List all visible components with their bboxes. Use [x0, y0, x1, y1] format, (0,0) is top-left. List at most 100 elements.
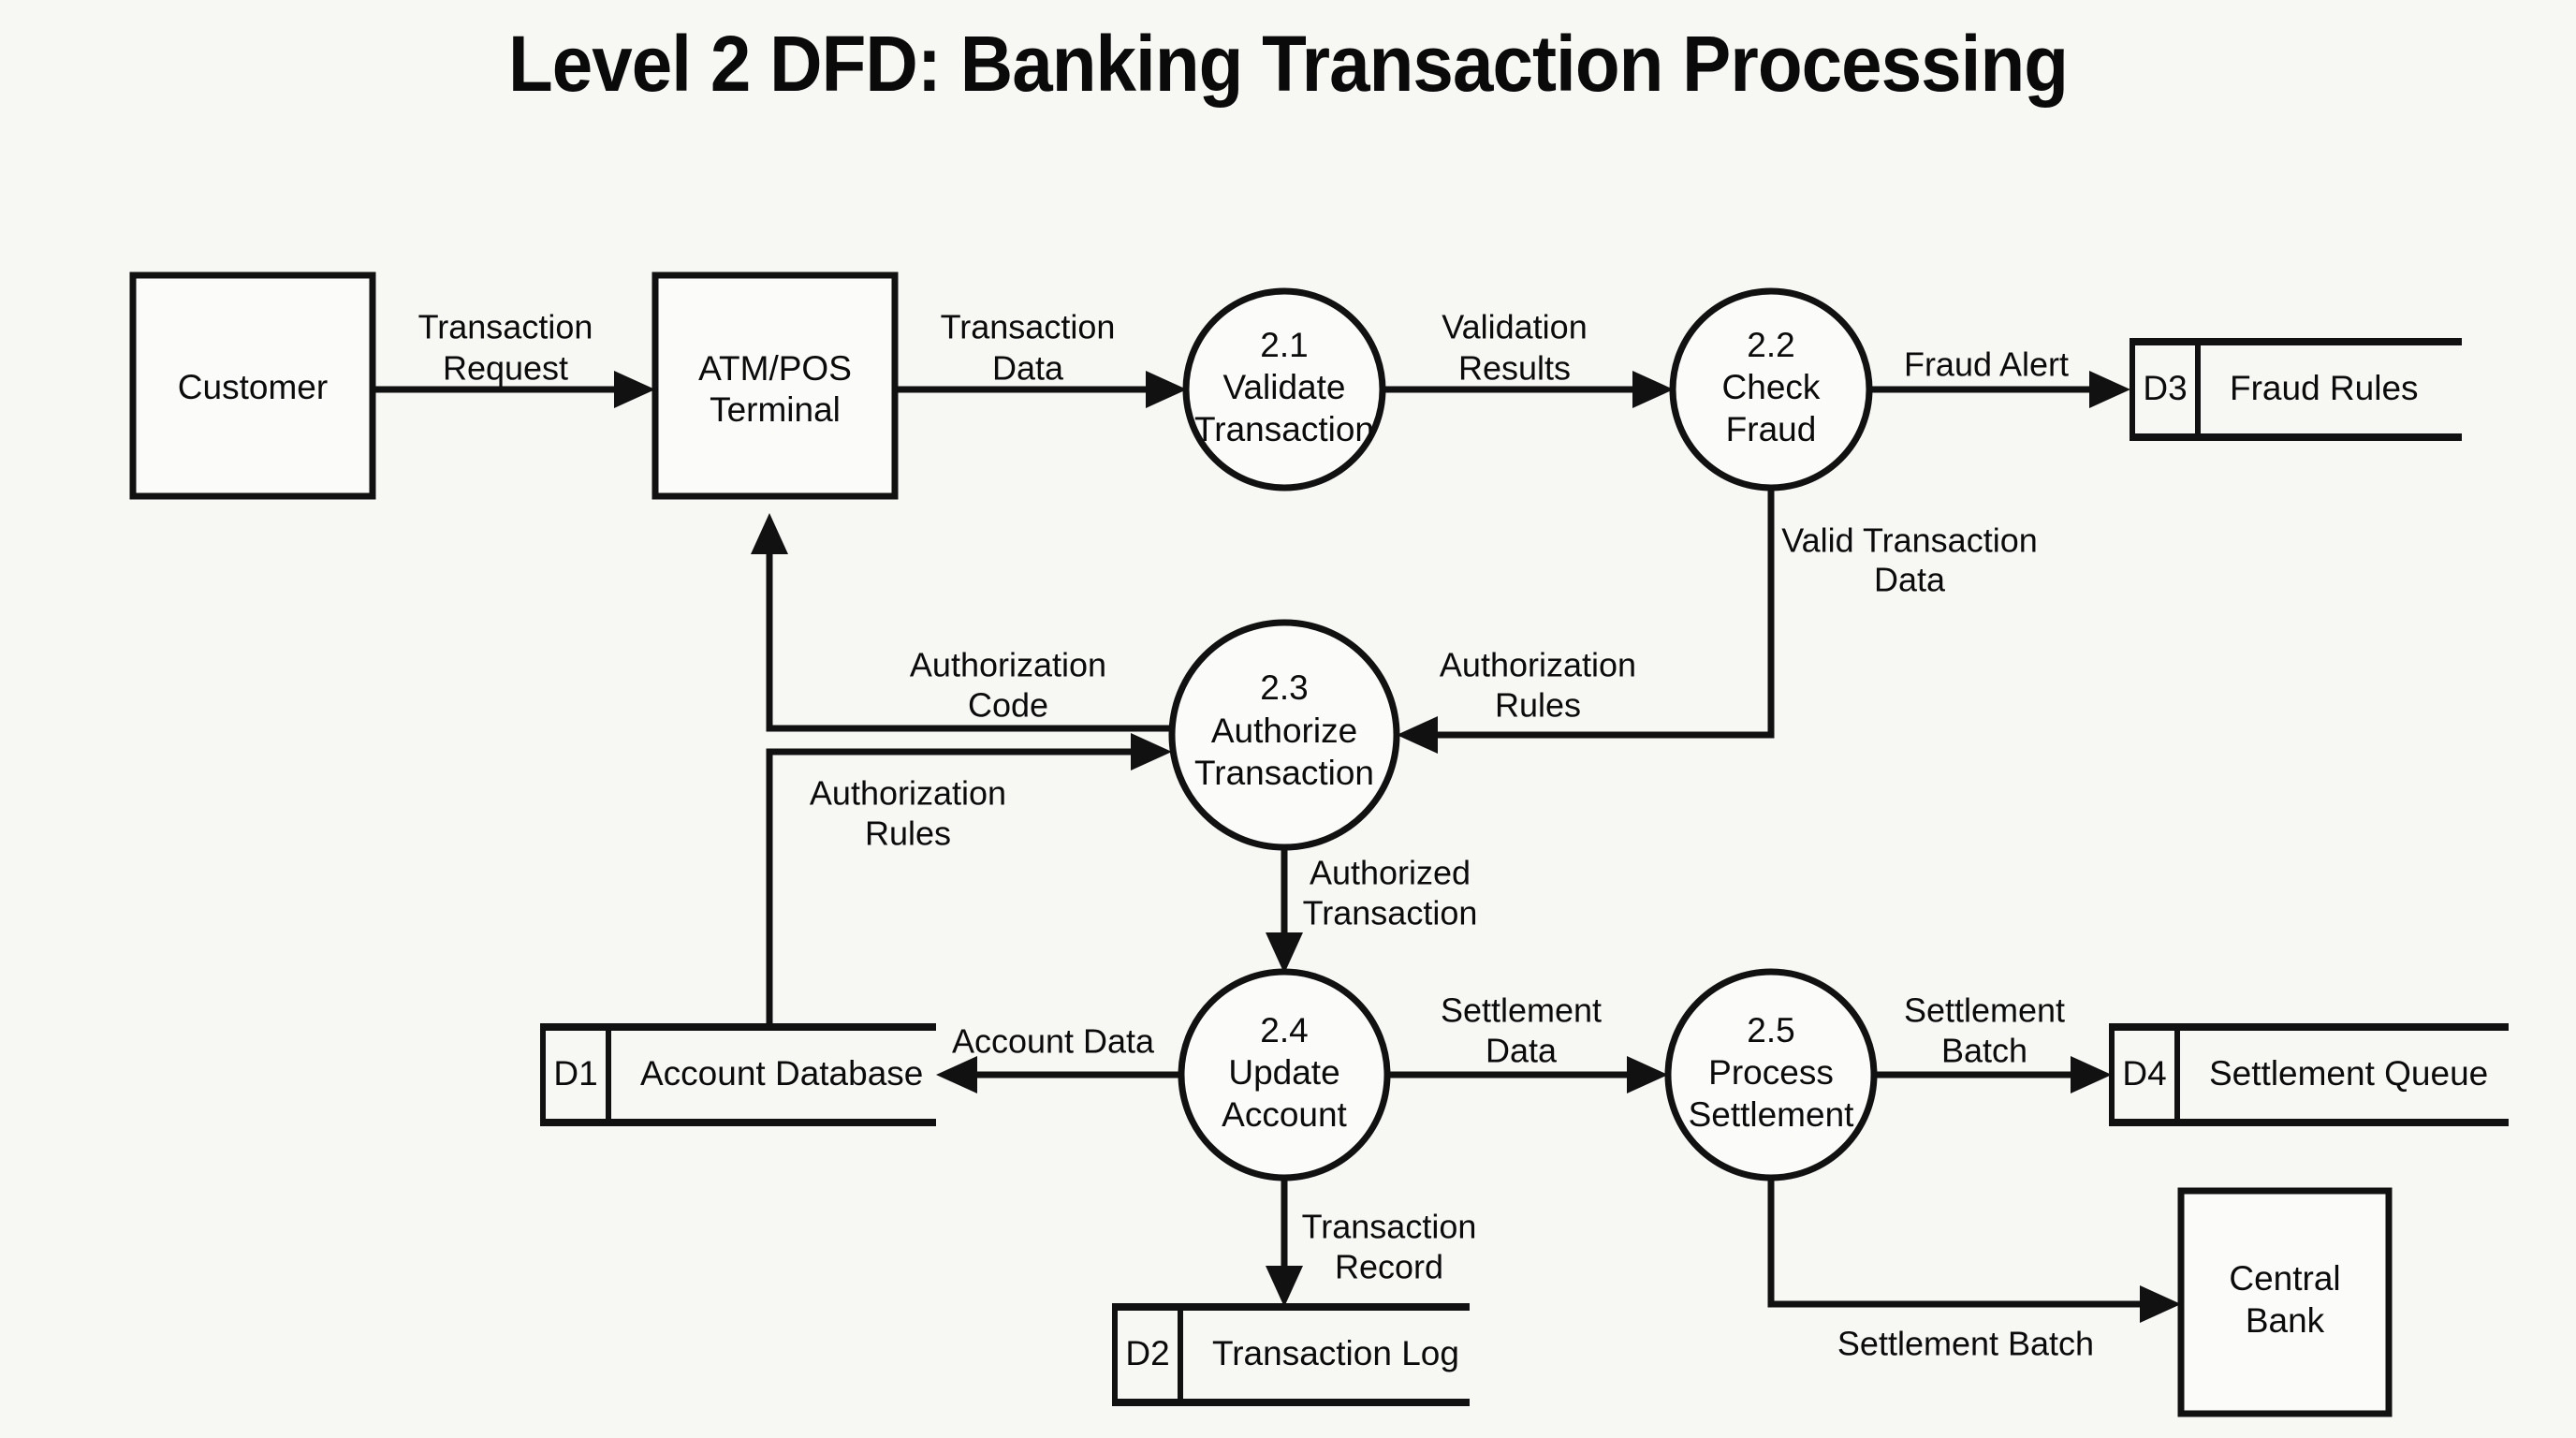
central-bank-label-line1: Central [2229, 1259, 2340, 1298]
flow-authorized-transaction-arrowhead [1266, 932, 1303, 974]
central-bank-box[interactable] [2177, 1187, 2393, 1417]
d3-name: Fraud Rules [2230, 369, 2419, 407]
flow-transaction-data-arrowhead [1146, 371, 1187, 408]
flow-authorization-code-line [766, 541, 1172, 732]
flow-authorization-rules-right-label-line1: Authorization [1440, 646, 1636, 684]
page-title: Level 2 DFD: Banking Transaction Process… [507, 20, 2069, 108]
flow-authorized-transaction-label-line2: Transaction [1303, 894, 1478, 932]
process-2-3-authorize-transaction[interactable]: 2.3 Authorize Transaction [1168, 619, 1400, 851]
flow-valid-transaction-data-line [1423, 488, 1775, 739]
flow-authorized-transaction-label-line1: Authorized [1310, 854, 1471, 892]
atm-pos-label-line2: Terminal [710, 390, 841, 429]
d1-code: D1 [553, 1054, 597, 1093]
external-entity-customer[interactable]: Customer [129, 271, 376, 500]
flow-fraud-alert-arrowhead [2089, 371, 2130, 408]
flow-transaction-record-label-line1: Transaction [1302, 1208, 1477, 1246]
process-2-4-label-line2: Account [1222, 1095, 1347, 1134]
process-2-3-label-line1: Authorize [1211, 712, 1357, 750]
flow-authorization-rules-label-line2: Rules [865, 814, 951, 853]
data-store-d4-settlement-queue[interactable]: D4 Settlement Queue [2109, 1023, 2509, 1126]
flow-account-data-label: Account Data [952, 1022, 1155, 1061]
flow-settlement-batch-queue-label-line2: Batch [1941, 1032, 2027, 1070]
central-bank-label-line2: Bank [2246, 1301, 2325, 1340]
process-2-2-check-fraud[interactable]: 2.2 Check Fraud [1669, 287, 1873, 492]
flow-valid-transaction-data[interactable]: Valid Transaction Data Authorization Rul… [1397, 488, 2038, 754]
external-entity-central-bank[interactable]: Central Bank [2177, 1187, 2393, 1417]
process-2-4-update-account[interactable]: 2.4 Update Account [1178, 968, 1391, 1181]
process-2-5-process-settlement[interactable]: 2.5 Process Settlement [1664, 968, 1878, 1181]
process-2-1-number: 2.1 [1260, 326, 1308, 364]
flow-authorization-code-arrowhead [751, 513, 788, 554]
data-store-d2-transaction-log[interactable]: D2 Transaction Log [1112, 1303, 1470, 1406]
flow-valid-transaction-data-label-line2: Data [1874, 561, 1946, 599]
process-2-4-label-line1: Update [1228, 1053, 1339, 1092]
flow-authorization-rules-label-line1: Authorization [810, 774, 1006, 813]
atm-pos-label-line1: ATM/POS [698, 349, 852, 388]
flow-fraud-alert[interactable]: Fraud Alert [1869, 345, 2130, 408]
flow-transaction-record-arrowhead [1266, 1266, 1303, 1307]
flow-transaction-data[interactable]: Transaction Data [895, 308, 1187, 408]
flow-settlement-batch-bank-arrowhead [2140, 1285, 2181, 1323]
flow-settlement-batch-bank-label: Settlement Batch [1837, 1325, 2094, 1363]
flow-settlement-data-label-line2: Data [1486, 1032, 1558, 1070]
data-store-d1-account-database[interactable]: D1 Account Database [540, 1023, 936, 1126]
flow-settlement-batch-to-queue[interactable]: Settlement Batch [1874, 991, 2112, 1093]
flow-authorization-code-label-line1: Authorization [910, 646, 1106, 684]
process-2-1-validate-transaction[interactable]: 2.1 Validate Transaction [1182, 287, 1386, 492]
data-store-d3-fraud-rules[interactable]: D3 Fraud Rules [2130, 338, 2462, 441]
d4-name: Settlement Queue [2209, 1054, 2488, 1093]
flow-transaction-request-arrowhead [614, 371, 655, 408]
process-2-1-label-line1: Validate [1223, 368, 1346, 406]
process-2-2-label-line2: Fraud [1726, 410, 1817, 448]
process-2-1-label-line2: Transaction [1194, 410, 1374, 448]
flow-authorization-rules-from-d1[interactable]: Authorization Rules [766, 733, 1172, 1027]
flow-validation-results-label-line2: Results [1458, 349, 1571, 388]
process-2-2-number: 2.2 [1747, 326, 1794, 364]
flow-settlement-data-arrowhead [1627, 1056, 1668, 1093]
flow-transaction-data-label-line1: Transaction [941, 308, 1116, 346]
flow-authorization-rules-line [766, 748, 1146, 1027]
flow-settlement-batch-bank-line [1767, 1178, 2153, 1308]
d3-code: D3 [2143, 369, 2187, 407]
process-2-5-number: 2.5 [1747, 1011, 1794, 1049]
d2-code: D2 [1125, 1334, 1169, 1372]
terminal-atm-pos[interactable]: ATM/POS Terminal [651, 271, 899, 500]
flow-fraud-alert-label: Fraud Alert [1904, 345, 2069, 384]
d2-name: Transaction Log [1212, 1334, 1459, 1372]
flow-account-data[interactable]: Account Data [936, 1022, 1181, 1093]
flow-validation-results-label-line1: Validation [1442, 308, 1587, 346]
process-2-3-label-line2: Transaction [1194, 754, 1374, 792]
flow-settlement-data-label-line1: Settlement [1441, 991, 1602, 1030]
flow-authorization-rules-arrowhead [1131, 733, 1172, 770]
flow-valid-transaction-data-label-line1: Valid Transaction [1781, 521, 2037, 560]
flow-transaction-record-label-line2: Record [1335, 1248, 1443, 1286]
flow-transaction-data-label-line2: Data [992, 349, 1064, 388]
process-2-4-number: 2.4 [1260, 1011, 1308, 1049]
flow-authorization-code-label-line2: Code [968, 686, 1048, 725]
flow-settlement-data[interactable]: Settlement Data [1387, 991, 1668, 1093]
d1-name: Account Database [640, 1054, 923, 1093]
flow-transaction-request-label-line1: Transaction [418, 308, 593, 346]
flow-settlement-batch-queue-label-line1: Settlement [1904, 991, 2065, 1030]
flow-settlement-batch-to-central-bank[interactable]: Settlement Batch [1767, 1178, 2181, 1363]
flow-transaction-record[interactable]: Transaction Record [1266, 1178, 1476, 1307]
flow-valid-transaction-data-arrowhead [1397, 716, 1438, 754]
process-2-2-label-line1: Check [1722, 368, 1821, 406]
flow-validation-results[interactable]: Validation Results [1383, 308, 1674, 408]
d4-code: D4 [2122, 1054, 2166, 1093]
process-2-5-label-line1: Process [1708, 1053, 1834, 1092]
customer-label: Customer [178, 368, 328, 406]
atm-pos-box[interactable] [651, 271, 899, 500]
flow-transaction-request[interactable]: Transaction Request [373, 308, 655, 408]
process-2-3-number: 2.3 [1260, 668, 1308, 707]
flow-authorized-transaction[interactable]: Authorized Transaction [1266, 847, 1477, 974]
flow-transaction-request-label-line2: Request [443, 349, 568, 388]
customer-box[interactable] [129, 271, 376, 500]
flow-settlement-batch-queue-arrowhead [2071, 1056, 2112, 1093]
process-2-5-label-line2: Settlement [1689, 1095, 1855, 1134]
flow-validation-results-arrowhead [1632, 371, 1674, 408]
flow-authorization-code[interactable]: Authorization Code [751, 513, 1172, 732]
flow-authorization-rules-right-label-line2: Rules [1495, 686, 1581, 725]
